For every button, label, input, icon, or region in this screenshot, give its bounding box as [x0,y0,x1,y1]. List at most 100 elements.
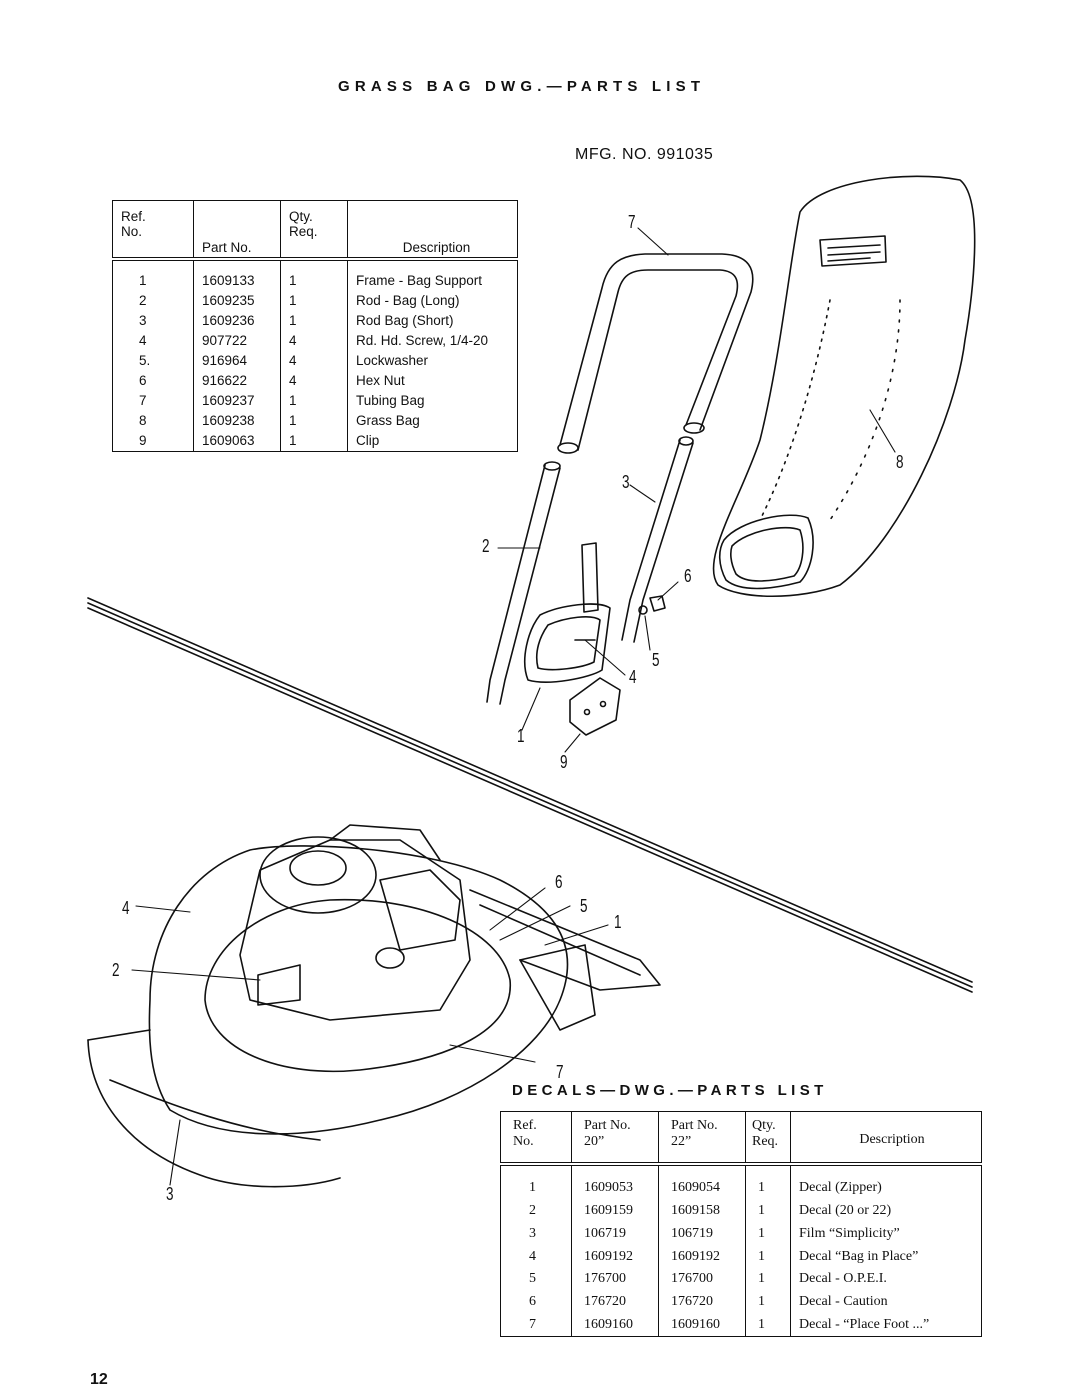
cell-ref: 3 [500,1222,572,1245]
cell-description: Decal (20 or 22) [799,1203,892,1219]
decals-parts-list-title: DECALS—DWG.—PARTS LIST [512,1082,828,1099]
cell-qty: 1 [280,291,348,312]
callout-4-bag-in-place-decal: 4 [122,898,130,918]
cell-part-no-22: 176700 [658,1267,746,1291]
cell-ref: 9 [112,430,194,452]
bag-leader-lines [497,227,896,753]
divider-diagonal-lines [87,597,973,993]
callout-2-size-decal: 2 [112,960,120,980]
cell-description: Frame - Bag Support [356,273,483,288]
lawn-mower-drawing [87,824,661,1188]
cell-description: Decal “Bag in Place” [799,1248,919,1264]
long-rod [486,461,561,705]
cell-description: Decal - Caution [799,1294,888,1310]
cell-qty: 1 [745,1267,791,1291]
cell-part-no-20: 1609160 [571,1313,659,1337]
cell-ref: 5. [112,351,194,372]
mower-leader-lines [131,887,609,1186]
cell-part-no: 1609238 [193,410,281,431]
cell-qty: 1 [745,1244,791,1268]
cell-qty: 1 [745,1199,791,1223]
cell-ref: 4 [112,331,194,352]
cell-part-no: 1609235 [193,291,281,312]
cell-description: Decal - “Place Foot ...” [799,1316,930,1332]
cell-qty: 1 [280,311,348,332]
cell-ref: 4 [500,1244,572,1268]
page-number: 12 [90,1371,108,1388]
table-header-row: Ref.No. Part No. Qty.Req. Description [112,200,518,261]
cell-ref: 2 [500,1199,572,1223]
cell-description: Rd. Hd. Screw, 1/4-20 [356,333,489,349]
cell-part-no-22: 1609192 [658,1244,746,1268]
callout-6-caution-decal: 6 [555,872,563,892]
cell-part-no: 916622 [193,371,281,392]
cell-qty: 4 [280,371,348,392]
header-ref: Ref.No. [112,200,194,261]
cell-part-no-20: 1609159 [571,1199,659,1223]
grass-bag-drawing [712,175,976,598]
cell-description: Decal - O.P.E.I. [799,1271,887,1287]
callout-3-short-rod: 3 [622,472,630,492]
cell-part-no-20: 106719 [571,1222,659,1245]
cell-part-no-20: 176700 [571,1267,659,1291]
callout-6-hex-nut: 6 [684,566,692,586]
cell-part-no: 916964 [193,351,281,372]
cell-description: Hex Nut [356,373,405,389]
cell-ref: 8 [112,410,194,431]
cell-part-no-22: 176720 [658,1290,746,1314]
cell-part-no: 1609063 [193,430,281,452]
callout-2-long-rod: 2 [482,536,490,556]
cell-qty: 1 [280,430,348,452]
hex-nut-and-lockwasher [638,595,666,615]
cell-ref: 7 [112,391,194,411]
cell-ref: 1 [500,1164,572,1200]
grass-bag-parts-list-title: GRASS BAG DWG.—PARTS LIST [338,78,706,95]
header-ref: Ref.No. [500,1111,572,1166]
cell-part-no-22: 1609160 [658,1313,746,1337]
cell-qty: 4 [280,331,348,352]
cell-qty: 4 [280,351,348,372]
cell-description: Grass Bag [356,412,420,428]
cell-part-no-22: 1609054 [658,1164,746,1200]
header-description: Description [790,1111,982,1166]
cell-part-no-22: 106719 [658,1222,746,1245]
header-part-no-22: Part No.22” [658,1111,746,1166]
callout-5-lockwasher: 5 [652,650,660,670]
header-part-no-20: Part No.20” [571,1111,659,1166]
tubing-bag-frame [557,253,754,454]
cell-part-no: 1609237 [193,391,281,411]
cell-qty: 1 [745,1164,791,1200]
callout-4-screw: 4 [629,667,637,687]
cell-ref: 5 [500,1267,572,1291]
cell-qty: 1 [745,1313,791,1337]
cell-part-no: 1609133 [193,259,281,292]
cell-description: Rod - Bag (Long) [356,293,460,309]
cell-part-no-22: 1609158 [658,1199,746,1223]
cell-description: Decal (Zipper) [799,1179,882,1195]
callout-1-frame: 1 [517,726,525,746]
cell-ref: 7 [500,1313,572,1337]
callout-3-simplicity-film: 3 [166,1184,174,1204]
callout-7-place-foot-decal: 7 [556,1062,564,1082]
cell-part-no: 907722 [193,331,281,352]
cell-description: Tubing Bag [356,393,425,409]
decals-parts-table: Ref.No. Part No.20” Part No.22” Qty.Req.… [500,1111,982,1337]
cell-ref: 1 [112,259,194,292]
header-qty: Qty.Req. [745,1111,791,1166]
callout-7-tubing-bag: 7 [628,212,636,232]
mfg-number: MFG. NO. 991035 [575,146,714,163]
